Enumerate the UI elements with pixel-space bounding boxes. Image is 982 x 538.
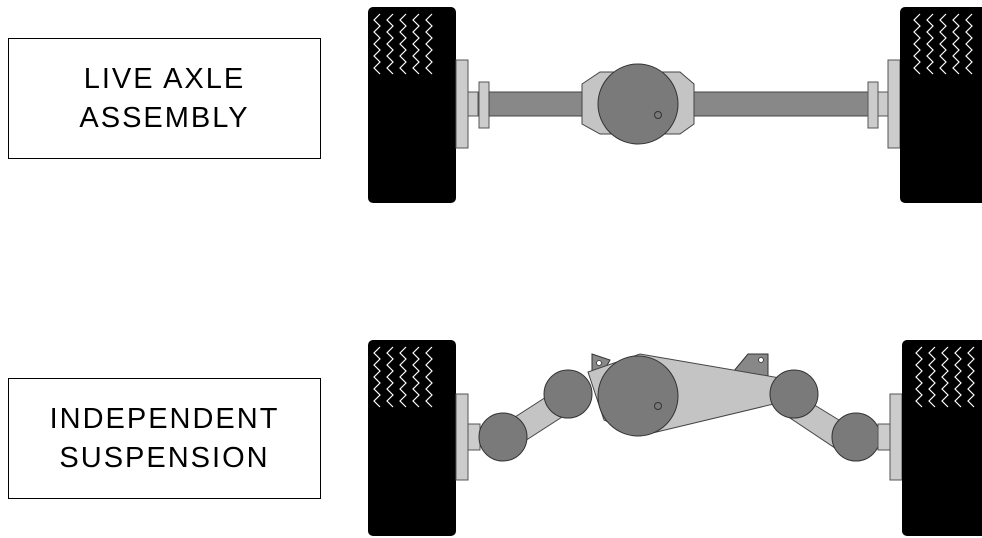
independent-label-line2: SUSPENSION	[59, 441, 270, 474]
differential-cover	[597, 355, 679, 437]
right-hub-flange	[877, 91, 889, 117]
left-mount-hole	[596, 360, 602, 366]
independent-suspension-assembly	[368, 340, 982, 536]
left-hub-flange	[467, 91, 479, 117]
right-tire	[900, 7, 982, 203]
right-outer-cv-joint	[831, 412, 881, 462]
live-axle-label-line1: LIVE AXLE	[83, 62, 246, 95]
left-hub-stub	[467, 423, 481, 451]
left-inner-cv-joint	[543, 369, 593, 419]
live-axle-label-line2: ASSEMBLY	[79, 101, 250, 134]
right-inner-cv-joint	[769, 369, 819, 419]
left-tire	[368, 7, 456, 203]
tread-pattern	[373, 13, 433, 75]
left-tire	[368, 340, 456, 536]
right-hub-plate	[889, 393, 903, 481]
independent-label-line1: INDEPENDENT	[49, 402, 280, 435]
right-hub-stub	[877, 423, 891, 451]
right-tire	[902, 340, 982, 536]
independent-suspension-label-box: INDEPENDENT SUSPENSION	[8, 378, 321, 499]
live-axle-label-box: LIVE AXLE ASSEMBLY	[8, 38, 321, 159]
left-hub-plate	[455, 393, 469, 481]
left-axle-collar	[478, 81, 490, 129]
live-axle-assembly	[368, 7, 982, 203]
left-outer-cv-joint	[478, 412, 528, 462]
tread-pattern	[373, 346, 433, 408]
right-axle-collar	[867, 81, 879, 129]
differential-bolt	[654, 402, 662, 410]
tread-pattern	[913, 13, 973, 75]
differential-cover	[597, 63, 679, 145]
tread-pattern	[915, 346, 975, 408]
differential-bolt	[654, 111, 662, 119]
right-mount-hole	[758, 357, 764, 363]
right-hub-plate	[887, 59, 901, 149]
left-hub-plate	[455, 59, 469, 149]
